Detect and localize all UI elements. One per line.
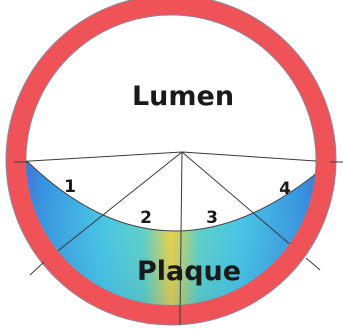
- wall-divider-lower-left: [30, 262, 44, 275]
- segment-label-4: 4: [279, 179, 291, 199]
- segment-label-1: 1: [64, 177, 76, 197]
- segment-label-2: 2: [140, 208, 152, 228]
- plaque-label: Plaque: [137, 256, 241, 287]
- wall-divider-lower-right: [306, 258, 320, 270]
- lumen-label: Lumen: [132, 81, 234, 112]
- segment-label-3: 3: [206, 208, 218, 228]
